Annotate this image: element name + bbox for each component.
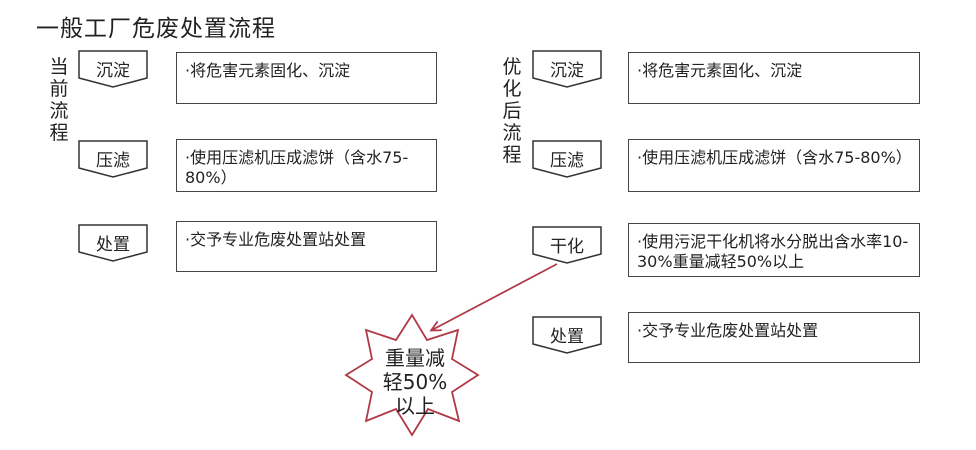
current-step-desc: ·交予专业危废处置站处置 bbox=[185, 230, 367, 249]
optimized-step-desc: ·使用压滤机压成滤饼（含水75-80%） bbox=[637, 148, 912, 167]
chevron-shape bbox=[532, 316, 602, 354]
current-step-desc: ·将危害元素固化、沉淀 bbox=[185, 61, 351, 80]
current-step-name: 沉淀 bbox=[96, 61, 130, 81]
chevron-shape bbox=[532, 140, 602, 178]
optimized-step-chevron: 压滤 bbox=[532, 140, 602, 178]
optimized-step-desc-box: ·使用污泥干化机将水分脱出含水率10-30%重量减轻50%以上 bbox=[628, 223, 920, 277]
diagram-title: 一般工厂危废处置流程 bbox=[36, 16, 276, 42]
optimized-step-name: 沉淀 bbox=[550, 61, 584, 81]
chevron-shape bbox=[78, 50, 148, 88]
current-step-desc-box: ·使用压滤机压成滤饼（含水75-80%） bbox=[176, 139, 437, 192]
chevron-shape bbox=[532, 226, 602, 264]
optimized-step-desc-box: ·将危害元素固化、沉淀 bbox=[628, 52, 920, 104]
optimized-process-label: 优化后流程 bbox=[502, 56, 522, 166]
optimized-step-name: 干化 bbox=[550, 237, 584, 257]
current-step-desc-box: ·将危害元素固化、沉淀 bbox=[176, 52, 437, 104]
reduction-arrow bbox=[432, 263, 558, 330]
chevron-shape bbox=[78, 224, 148, 262]
optimized-step-chevron: 干化 bbox=[532, 226, 602, 264]
current-step-desc-box: ·交予专业危废处置站处置 bbox=[176, 221, 437, 272]
current-step-desc: ·使用压滤机压成滤饼（含水75-80%） bbox=[185, 148, 409, 187]
optimized-step-desc: ·将危害元素固化、沉淀 bbox=[637, 61, 803, 80]
optimized-step-desc: ·使用污泥干化机将水分脱出含水率10-30%重量减轻50%以上 bbox=[637, 232, 909, 271]
current-step-chevron: 处置 bbox=[78, 224, 148, 262]
optimized-step-chevron: 沉淀 bbox=[532, 50, 602, 88]
current-process-label: 当前流程 bbox=[49, 56, 69, 144]
optimized-step-name: 压滤 bbox=[550, 151, 584, 171]
current-step-name: 压滤 bbox=[96, 151, 130, 171]
optimized-step-desc-box: ·交予专业危废处置站处置 bbox=[628, 312, 920, 363]
chevron-shape bbox=[532, 50, 602, 88]
current-step-chevron: 沉淀 bbox=[78, 50, 148, 88]
optimized-step-desc-box: ·使用压滤机压成滤饼（含水75-80%） bbox=[628, 139, 920, 192]
optimized-step-chevron: 处置 bbox=[532, 316, 602, 354]
starburst-shape bbox=[344, 313, 480, 437]
callout-text: 重量减 轻50% 以上 bbox=[382, 346, 448, 418]
current-step-name: 处置 bbox=[96, 235, 130, 255]
optimized-step-name: 处置 bbox=[550, 327, 584, 347]
chevron-shape bbox=[78, 140, 148, 178]
current-step-chevron: 压滤 bbox=[78, 140, 148, 178]
optimized-step-desc: ·交予专业危废处置站处置 bbox=[637, 321, 819, 340]
